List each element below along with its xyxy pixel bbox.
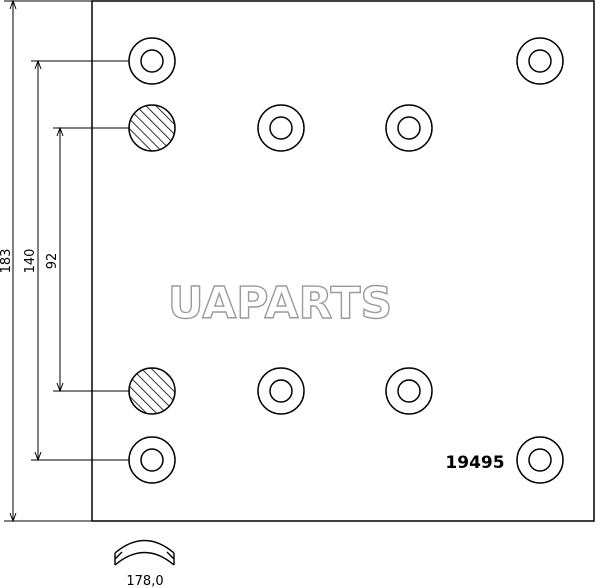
rivet-hole-lower-middle-left bbox=[257, 367, 305, 415]
curvature-label: 178,0 bbox=[126, 574, 163, 588]
dimension-overall-height bbox=[9, 0, 17, 523]
rivet-hole-bottom-left bbox=[128, 436, 176, 484]
rivet-hole-top-left bbox=[128, 37, 176, 85]
dimension-inner-spacing bbox=[56, 126, 64, 393]
rivet-hole-upper-middle-right bbox=[385, 104, 433, 152]
dimension-overall-height-label: 183 bbox=[0, 249, 14, 274]
hatched-hole-lower bbox=[128, 367, 176, 415]
rivet-hole-upper-middle-left bbox=[257, 104, 305, 152]
rivet-hole-bottom-right bbox=[516, 436, 564, 484]
lining-plate bbox=[91, 0, 595, 522]
curvature-symbol bbox=[114, 539, 175, 566]
dimension-outer-spacing-label: 140 bbox=[23, 249, 38, 274]
rivet-hole-top-right bbox=[516, 37, 564, 85]
hatched-hole-upper bbox=[128, 104, 176, 152]
dimension-inner-spacing-label: 92 bbox=[45, 253, 60, 270]
rivet-hole-lower-middle-right bbox=[385, 367, 433, 415]
dimension-outer-spacing bbox=[34, 59, 42, 462]
part-number: 19495 bbox=[445, 453, 504, 473]
extension-lines bbox=[4, 0, 130, 522]
watermark-logo: UAPARTS bbox=[168, 278, 392, 329]
